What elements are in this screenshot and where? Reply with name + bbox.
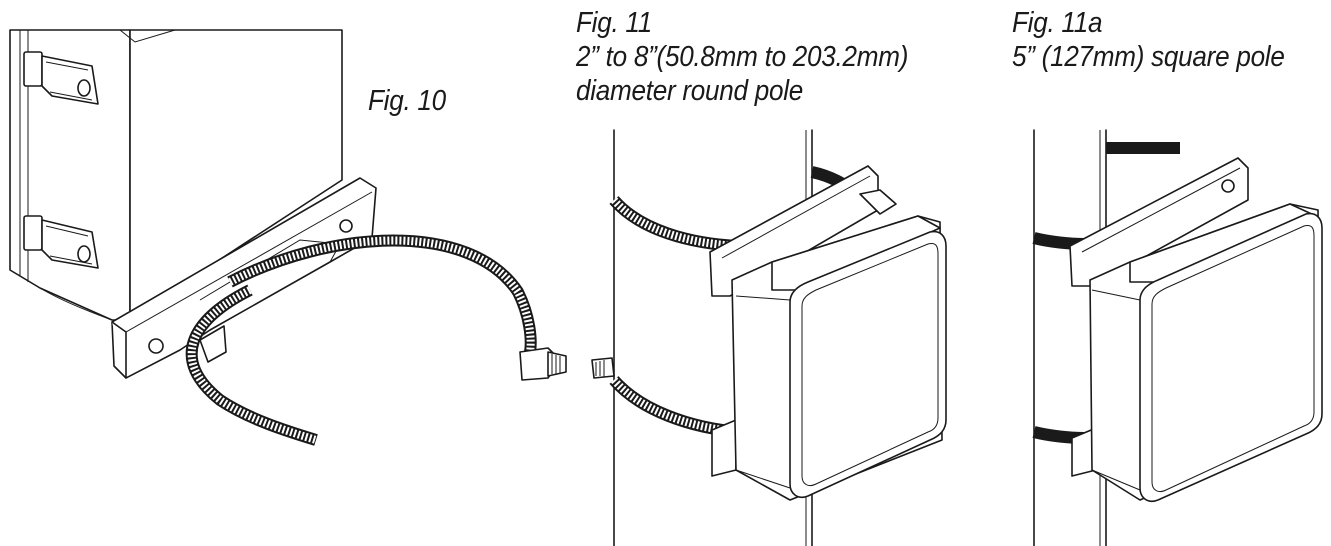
fig11-drawing bbox=[591, 129, 947, 546]
fig11a-pole-type: 5” (127mm) square pole bbox=[1012, 41, 1285, 73]
fig11-label: Fig. 11 bbox=[576, 7, 652, 39]
fig11a-caption: Fig. 11a 5” (127mm) square pole bbox=[1012, 6, 1285, 74]
hinge-lower bbox=[23, 215, 99, 269]
fig11a-label: Fig. 11a bbox=[1012, 7, 1103, 39]
hinge-upper bbox=[23, 51, 99, 105]
square-pole-bracket bbox=[1069, 157, 1249, 477]
fig11-pole-type: diameter round pole bbox=[576, 75, 804, 107]
fig11a-drawing bbox=[1032, 129, 1323, 546]
round-pole-enclosure bbox=[731, 215, 947, 501]
hose-clamp-strap bbox=[185, 234, 567, 446]
fig11-caption: Fig. 11 2” to 8”(50.8mm to 203.2mm) diam… bbox=[576, 6, 908, 108]
fig10-caption: Fig. 10 bbox=[368, 84, 446, 118]
fig10-drawing bbox=[9, 29, 567, 446]
square-pole-enclosure bbox=[1089, 203, 1323, 503]
fig11-size-range: 2” to 8”(50.8mm to 203.2mm) bbox=[576, 41, 909, 73]
fig10-label: Fig. 10 bbox=[368, 85, 446, 117]
